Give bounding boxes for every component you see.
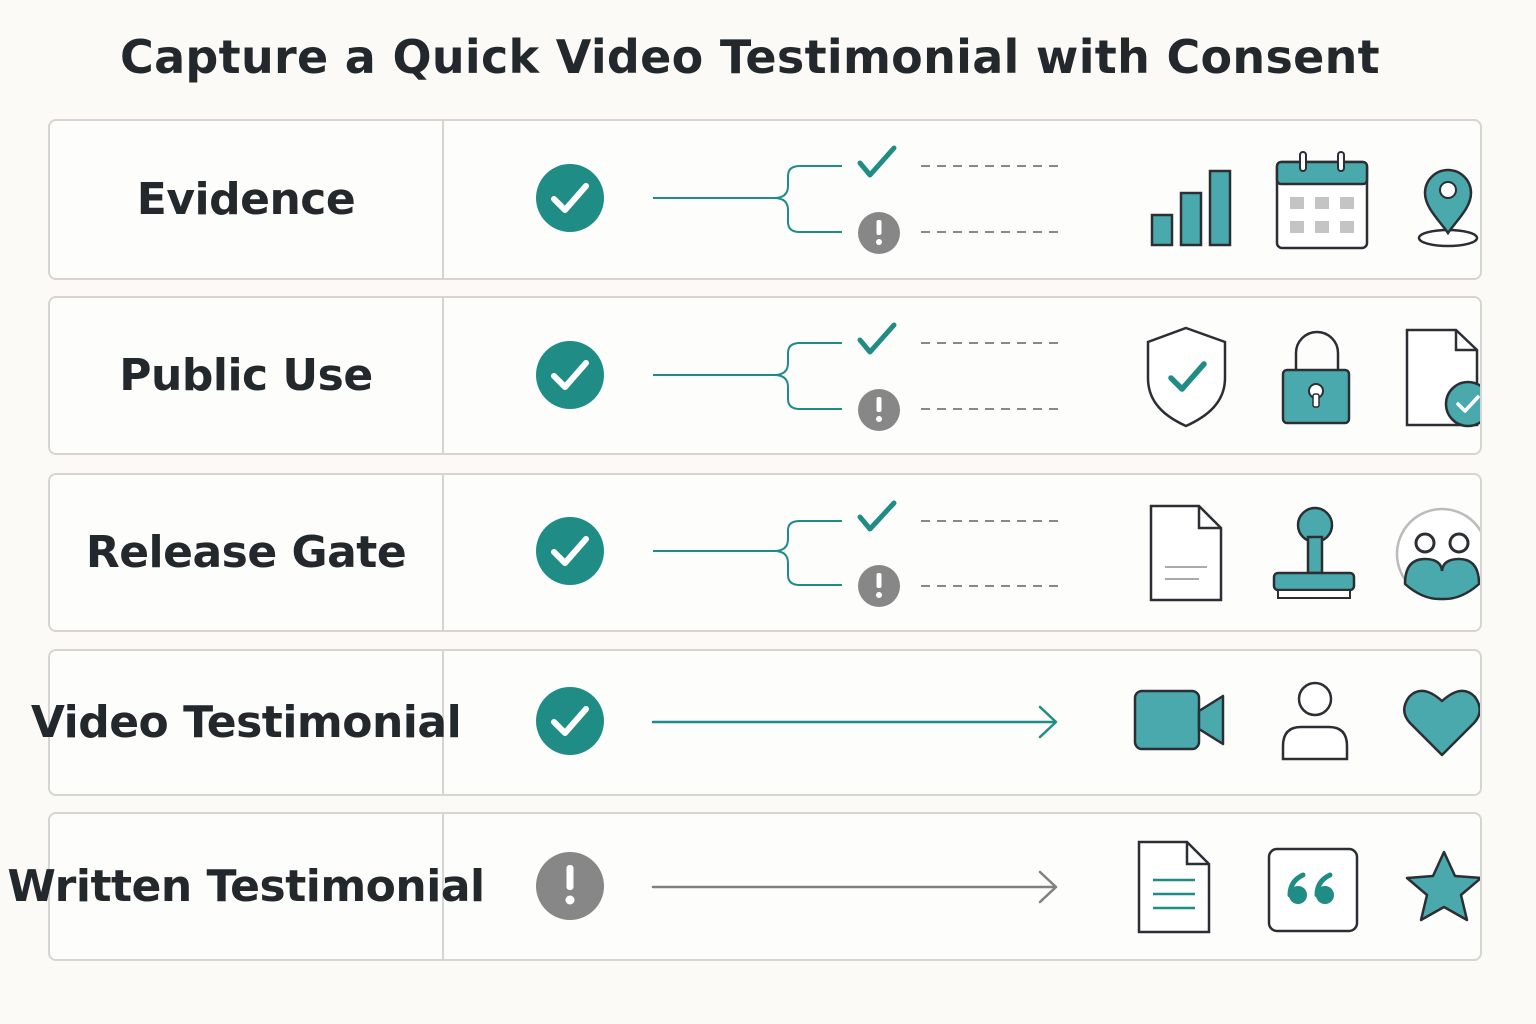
text-document-icon [1137,840,1211,934]
document-check-icon [1405,328,1480,428]
star-icon [1405,850,1480,922]
status-warning-icon [536,852,604,920]
branch-connector [653,342,842,410]
person-icon [1281,681,1349,761]
arrow-connector [651,705,1058,739]
quote-icon [1267,847,1359,933]
group-avatar-icon [1395,507,1480,601]
row-graphics [536,840,1480,934]
heart-icon [1403,689,1480,757]
shield-check-icon [1146,326,1227,428]
row-label: Evidence [50,121,444,278]
row-video-testimonial: Video Testimonial [31,649,1482,796]
row-graphics [536,681,1480,761]
branch-check-icon [857,322,897,355]
status-check-icon [536,164,604,232]
row-graphics [536,500,1480,607]
location-pin-icon [1417,168,1479,248]
status-check-icon [536,517,604,585]
row-graphics [536,322,1480,431]
branch-connector [653,165,842,233]
status-check-icon [536,687,604,755]
arrow-connector [651,870,1058,904]
calendar-icon [1275,151,1369,250]
branch-check-icon [857,500,897,532]
row-public-use: Public Use [48,296,1482,455]
row-written-testimonial: Written Testimonial [7,812,1482,961]
row-evidence: Evidence [48,119,1482,280]
status-check-icon [536,341,604,409]
diagram-title: Capture a Quick Video Testimonial with C… [120,30,1380,84]
document-icon [1149,504,1223,602]
row-label: Public Use [50,298,444,453]
padlock-icon [1281,330,1351,425]
branch-check-icon [857,145,897,178]
branch-warning-icon [858,389,900,431]
video-camera-icon [1133,689,1225,751]
row-label: Video Testimonial [31,651,462,794]
branch-warning-icon [858,212,900,254]
branch-connector [653,520,842,586]
bar-chart-icon [1150,169,1232,247]
row-label: Written Testimonial [7,814,485,959]
row-label: Release Gate [50,475,444,630]
row-graphics [536,145,1479,254]
branch-warning-icon [858,565,900,607]
row-release-gate: Release Gate [48,473,1482,632]
stamp-icon [1272,506,1356,599]
